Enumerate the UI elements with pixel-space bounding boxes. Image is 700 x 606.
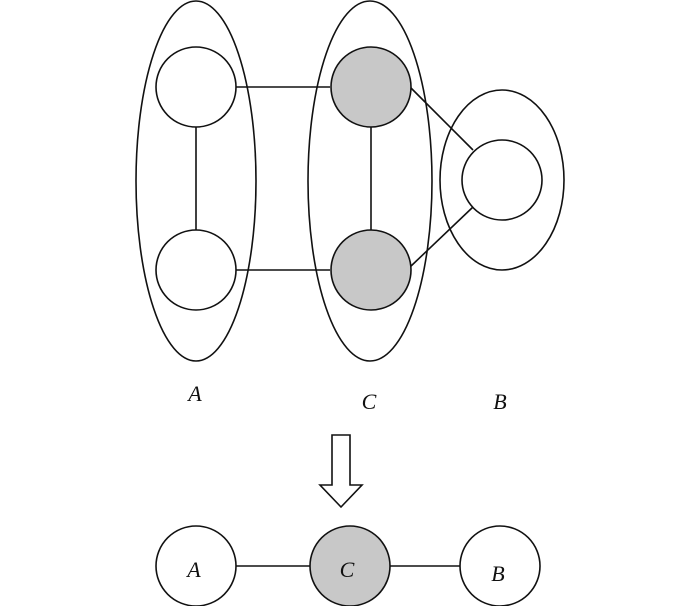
down-arrow-icon [318,434,364,509]
node-c2-observed [330,229,412,311]
node-a1 [155,46,237,128]
group-c-outline [307,0,433,362]
node-a2 [155,229,237,311]
group-b-outline [439,89,565,271]
group-b-label: B [493,389,506,414]
edge-c2-b [409,206,474,268]
bottom-node-a [155,525,237,606]
bottom-node-c-observed [309,525,391,606]
group-a-label: A [186,381,202,406]
edge-c1-b [409,86,474,151]
bottom-node-b [459,525,541,606]
bottom-node-c-label: C [340,557,355,582]
node-c1-observed [330,46,412,128]
bottom-node-b-label: B [491,561,504,586]
group-c-label: C [362,389,377,414]
bottom-graph: A C B [155,525,541,606]
node-b [461,139,543,221]
top-graph: A C B [135,0,565,414]
group-a-outline [135,0,257,362]
bottom-node-a-label: A [185,557,201,582]
